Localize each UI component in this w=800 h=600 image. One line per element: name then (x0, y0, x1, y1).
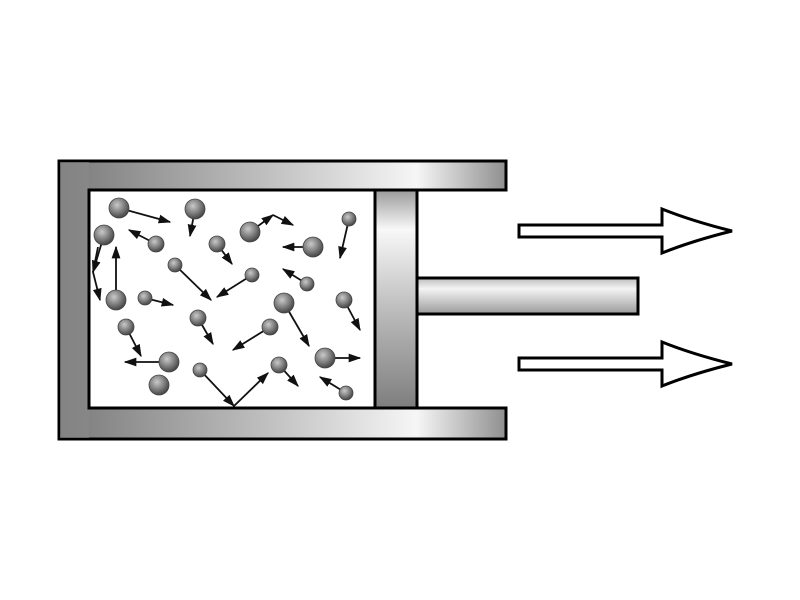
gas-molecule (108, 197, 130, 219)
piston[interactable] (373, 188, 640, 410)
gas-molecule (158, 351, 180, 373)
motion-arrows (517, 206, 733, 389)
cylinder-chamber (87, 188, 377, 410)
gas-molecule (208, 235, 226, 253)
gas-molecule (137, 290, 153, 306)
cylinder (57, 159, 508, 441)
gas-molecule (338, 385, 354, 401)
upper-motion-arrow-icon (517, 206, 733, 256)
gas-molecule (299, 276, 315, 292)
gas-molecule (239, 221, 261, 243)
gas-molecules (92, 197, 362, 407)
gas-molecule (335, 291, 353, 309)
piston-head[interactable] (373, 188, 419, 410)
gas-molecule (147, 235, 165, 253)
piston-rod[interactable] (415, 276, 640, 316)
cylinder-left-wall (60, 162, 89, 438)
velocity-arrow-icon (199, 369, 235, 407)
gas-molecule (261, 318, 279, 336)
gas-molecule (341, 211, 357, 227)
gas-molecule (148, 374, 170, 396)
gas-molecule (117, 318, 135, 336)
bounce-top-right-path (272, 214, 295, 226)
bounce-floor-path (233, 372, 269, 407)
gas-molecule (189, 309, 207, 327)
gas-molecule (184, 198, 206, 220)
gas-molecule (270, 356, 288, 374)
gas-molecule (93, 224, 115, 246)
gas-molecule (192, 362, 208, 378)
gas-molecule (244, 267, 260, 283)
gas-molecule (105, 289, 127, 311)
gas-molecule (314, 347, 336, 369)
lower-motion-arrow-icon (517, 339, 733, 389)
gas-molecule (302, 236, 324, 258)
gas-molecule (273, 292, 295, 314)
gas-molecule (167, 257, 183, 273)
velocity-arrow-icon (174, 264, 212, 301)
